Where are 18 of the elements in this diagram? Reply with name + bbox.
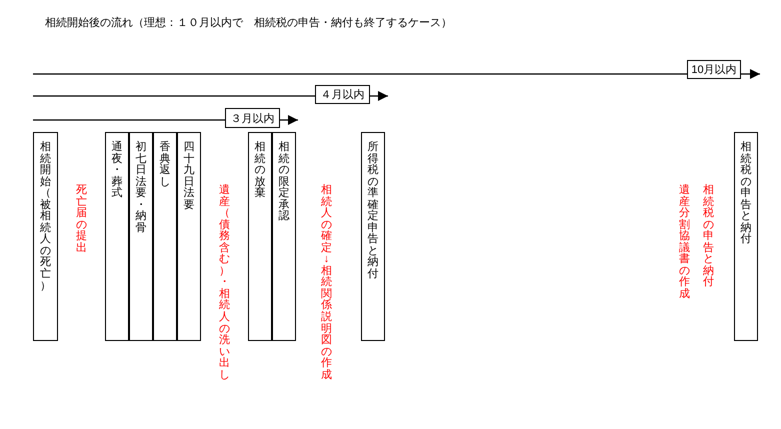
step-box: 相続税の申告と納付 xyxy=(734,132,758,341)
step-box: 相続の放棄 xyxy=(248,132,272,341)
step-note: 遺産（債務含む）・相続人の洗い出し xyxy=(219,185,230,382)
step-box: 通夜・葬式 xyxy=(105,132,129,341)
step-box: 相続の限定承認 xyxy=(272,132,296,341)
step-note: 死亡届の提出 xyxy=(76,185,87,254)
duration-box: 10月以内 xyxy=(687,60,741,79)
step-box: 所得税の準確定申告と納付 xyxy=(361,132,385,341)
duration-box: ３月以内 xyxy=(225,108,280,128)
step-box: 香典返し xyxy=(153,132,177,341)
duration-box: ４月以内 xyxy=(315,85,370,104)
step-box: 相続開始（被相続人の死亡） xyxy=(33,132,58,341)
step-box: 初七日法要・納骨 xyxy=(129,132,153,341)
step-box: 四十九日法要 xyxy=(177,132,201,341)
step-note: 相続税の申告と納付 xyxy=(703,185,714,289)
step-note: 相続人の確定 ↓ 相続関係説明図の作成 xyxy=(321,185,332,382)
diagram-title: 相続開始後の流れ（理想：１０月以内で 相続税の申告・納付も終了するケース） xyxy=(45,16,452,30)
step-note: 遺産分割協議書の作成 xyxy=(679,185,690,300)
